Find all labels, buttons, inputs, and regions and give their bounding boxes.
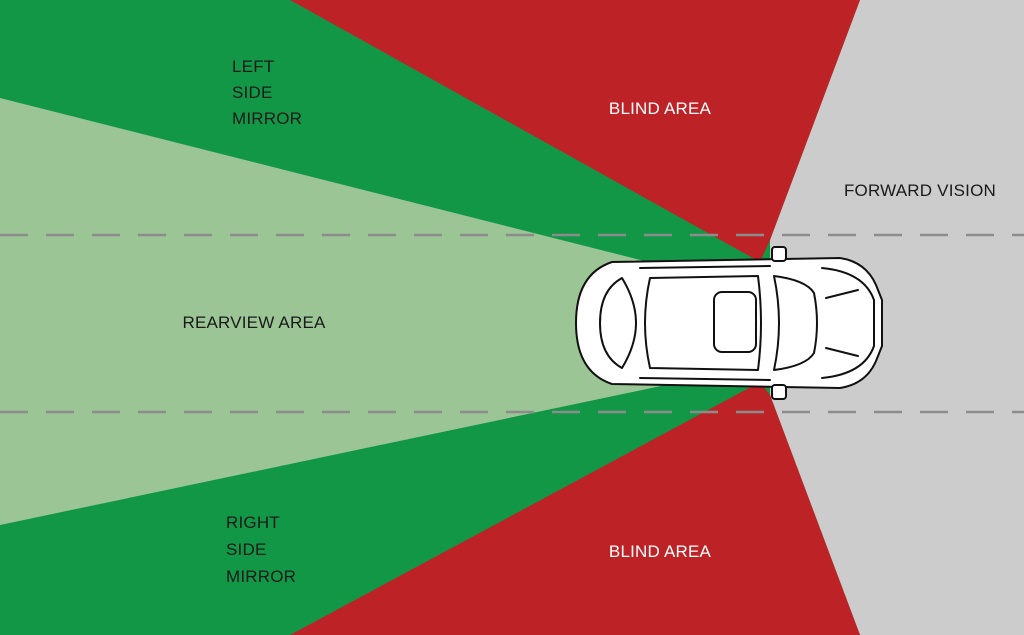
car-windshield bbox=[773, 275, 818, 371]
label-right-side-mirror-line-1: RIGHT bbox=[226, 513, 280, 532]
car-rear-window bbox=[599, 277, 637, 369]
label-right-side-mirror-line-3: MIRROR bbox=[226, 567, 296, 586]
blind-area-top-zone bbox=[290, 0, 860, 262]
label-right-side-mirror: RIGHT SIDE MIRROR bbox=[226, 513, 296, 586]
label-blind-area-bottom: BLIND AREA bbox=[609, 542, 712, 561]
car-door-line-upper bbox=[639, 265, 771, 269]
label-rearview-area: REARVIEW AREA bbox=[182, 313, 326, 332]
label-left-side-mirror: LEFT SIDE MIRROR bbox=[232, 57, 302, 128]
rearview-zone bbox=[0, 98, 680, 525]
label-blind-area-top: BLIND AREA bbox=[609, 99, 712, 118]
label-left-side-mirror-line-3: MIRROR bbox=[232, 109, 302, 128]
car-door-line-lower bbox=[639, 377, 771, 381]
blind-area-bottom-zone bbox=[290, 382, 860, 635]
label-left-side-mirror-line-2: SIDE bbox=[232, 83, 272, 102]
car-side-mirror-left bbox=[771, 246, 787, 262]
car-top-view bbox=[575, 246, 883, 400]
forward-vision-zone bbox=[770, 0, 1024, 635]
car-hood-crease-lower bbox=[825, 347, 859, 357]
car-side-mirror-right bbox=[771, 384, 787, 400]
label-left-side-mirror-line-1: LEFT bbox=[232, 57, 274, 76]
car-sunroof bbox=[713, 291, 757, 353]
car-hood bbox=[821, 267, 875, 379]
car-hood-crease-upper bbox=[825, 289, 859, 299]
label-right-side-mirror-line-2: SIDE bbox=[226, 540, 266, 559]
label-forward-vision: FORWARD VISION bbox=[844, 181, 996, 200]
